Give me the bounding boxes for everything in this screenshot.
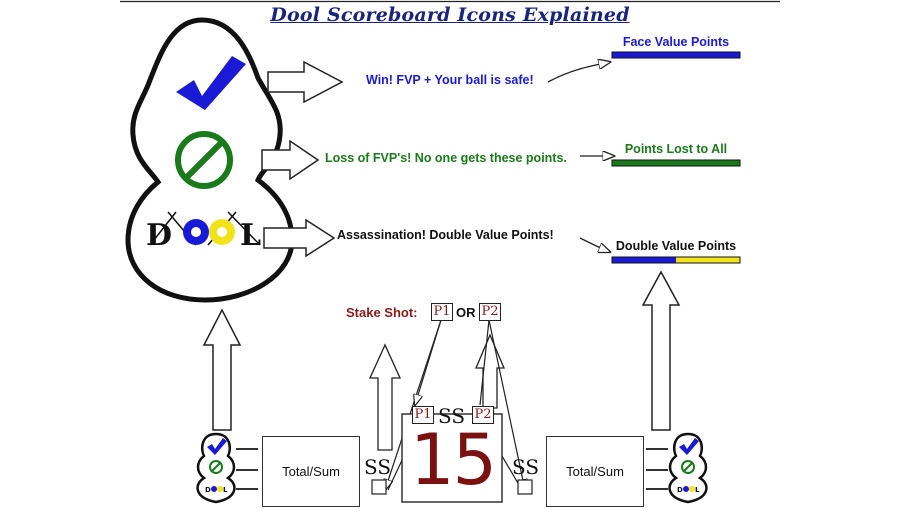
total-sum-right: Total/Sum xyxy=(546,436,644,507)
svg-text:L: L xyxy=(695,486,700,494)
p2-box-top: P2 xyxy=(479,303,501,321)
ss-center-label: SS xyxy=(438,404,466,428)
p1-box-score: P1 xyxy=(412,406,434,424)
dool-logo-icon: D L xyxy=(146,211,261,253)
svg-text:L: L xyxy=(223,486,228,494)
points-lost-bar xyxy=(611,159,741,167)
svg-text:D: D xyxy=(146,218,172,253)
arrow-to-assassination xyxy=(263,218,336,258)
assassination-description: Assassination! Double Value Points! xyxy=(337,228,554,242)
pointer-to-double-value xyxy=(579,237,610,252)
win-description: Win! FVP + Your ball is safe! xyxy=(366,73,534,87)
mini-icon-stack-right: D L xyxy=(646,432,708,504)
score-value: 15 xyxy=(410,419,497,501)
svg-text:D: D xyxy=(677,486,683,494)
up-arrow-stake-right xyxy=(475,333,505,409)
face-value-bar xyxy=(611,51,741,59)
checkmark-icon xyxy=(176,56,246,110)
up-arrow-left xyxy=(202,308,242,431)
up-arrow-right xyxy=(641,270,681,431)
face-value-legend: Face Value Points xyxy=(622,35,730,49)
ss-left-label: SS xyxy=(364,455,392,479)
or-label: OR xyxy=(456,305,476,320)
points-lost-legend: Points Lost to All xyxy=(624,142,728,156)
svg-text:L: L xyxy=(240,218,261,253)
svg-text:D: D xyxy=(205,486,211,494)
total-sum-left: Total/Sum xyxy=(262,436,360,507)
p1-box-top: P1 xyxy=(431,303,453,321)
double-value-bar xyxy=(611,256,741,264)
score-box xyxy=(401,413,503,503)
p2-box-score: P2 xyxy=(472,406,494,424)
no-symbol-icon xyxy=(175,131,233,189)
ss-right-label: SS xyxy=(512,455,540,479)
up-arrow-stake xyxy=(368,343,402,451)
arrow-to-loss xyxy=(261,139,320,181)
mini-icon-stack-left: D L xyxy=(196,432,258,504)
loss-description: Loss of FVP's! No one gets these points. xyxy=(325,151,567,165)
page-title: Dool Scoreboard Icons Explained xyxy=(270,4,630,26)
ss-left-checkbox xyxy=(371,479,387,495)
ss-right-checkbox xyxy=(517,479,533,495)
pointer-to-face-value xyxy=(547,62,610,83)
double-value-legend: Double Value Points xyxy=(615,239,737,253)
arrow-to-win xyxy=(267,60,344,104)
stake-shot-label: Stake Shot: xyxy=(346,305,418,320)
